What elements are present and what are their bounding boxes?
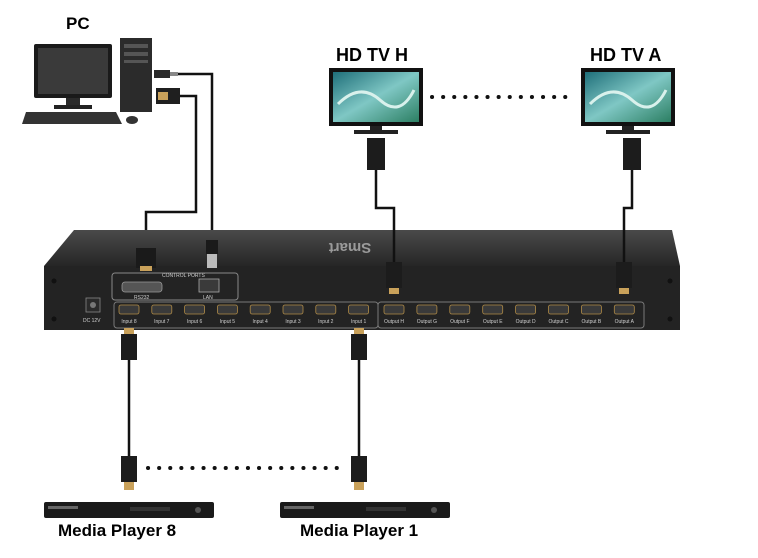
hdmi-plug xyxy=(367,138,385,170)
chassis-screw xyxy=(51,316,57,322)
input-port[interactable] xyxy=(216,304,238,315)
hdmi-tip xyxy=(124,328,134,334)
output-port-label: Output C xyxy=(548,319,568,325)
tv-a xyxy=(581,68,675,134)
chassis-screw xyxy=(667,278,673,284)
hdmi-tip xyxy=(124,482,134,490)
chassis-screw xyxy=(51,278,57,284)
tv-h xyxy=(329,68,423,134)
hdmi-plug xyxy=(386,262,402,288)
pc-cables xyxy=(144,72,214,248)
pc-lan-plug xyxy=(154,70,178,78)
chassis-top xyxy=(44,230,680,266)
cable-output-a xyxy=(622,170,634,262)
brand-text: Smart xyxy=(329,239,372,256)
brand-logo: Smart xyxy=(329,239,372,256)
hdmi-tip xyxy=(354,482,364,490)
tv-a-label: HD TV A xyxy=(590,45,662,65)
matrix-switch: Smart CONTROL PORTS RS232 LAN DC 12V Inp… xyxy=(44,230,680,330)
rs232-plug xyxy=(136,248,156,271)
output-port-label: Output E xyxy=(483,319,503,325)
control-ports-label: CONTROL PORTS xyxy=(162,273,205,279)
input-port[interactable] xyxy=(249,304,271,315)
input-ports: Input 8 Input 7 Input 6 Input 5 Input 4 Input… xyxy=(118,304,370,325)
output-port-label: Output F xyxy=(450,319,469,325)
output-cables xyxy=(367,138,641,294)
input-port-label: Input 4 xyxy=(253,319,269,325)
cable-output-h xyxy=(374,170,396,262)
output-port[interactable] xyxy=(613,304,635,315)
pc-keyboard xyxy=(22,112,122,124)
pc-mouse xyxy=(126,116,138,124)
output-port[interactable] xyxy=(548,304,569,315)
input-port-label: Input 6 xyxy=(187,319,203,325)
input-port-label: Input 2 xyxy=(318,319,334,325)
tv-h-label: HD TV H xyxy=(336,45,408,65)
output-group-frame xyxy=(377,301,645,329)
control-ports-panel xyxy=(111,272,239,301)
output-port[interactable] xyxy=(581,304,602,315)
rs232-label: RS232 xyxy=(134,295,150,301)
output-port-label: Output B xyxy=(582,319,602,325)
input-port-label: Input 8 xyxy=(121,319,137,325)
pc-serial-plug xyxy=(156,88,180,104)
lan-plug xyxy=(206,240,218,268)
output-port[interactable] xyxy=(416,304,438,315)
input-port-label: Input 5 xyxy=(220,319,236,325)
lan-label: LAN xyxy=(203,295,213,301)
power-label: DC 12V xyxy=(83,318,101,324)
hdmi-plug xyxy=(616,262,632,288)
input-port[interactable] xyxy=(282,304,304,315)
chassis-front xyxy=(44,266,680,330)
input-port[interactable] xyxy=(151,304,173,315)
hdmi-tip xyxy=(389,288,399,294)
hdmi-plug xyxy=(623,138,641,170)
rs232-port[interactable] xyxy=(121,281,163,293)
lan-cable xyxy=(178,72,214,240)
rs232-cable xyxy=(144,94,198,248)
output-port[interactable] xyxy=(515,304,536,315)
lan-port[interactable] xyxy=(198,278,220,293)
player-1-label: Media Player 1 xyxy=(300,521,419,540)
pc-label: PC xyxy=(66,14,90,33)
input-port-label: Input 7 xyxy=(154,319,170,325)
hdmi-plug xyxy=(351,334,367,360)
output-port-label: Output D xyxy=(516,319,536,325)
input-port[interactable] xyxy=(118,304,140,315)
output-port[interactable] xyxy=(449,304,471,315)
output-port-label: Output H xyxy=(384,319,404,325)
hdmi-tip xyxy=(619,288,629,294)
output-port-label: Output A xyxy=(615,319,635,325)
output-port-label: Output G xyxy=(417,319,437,325)
input-port[interactable] xyxy=(184,304,206,315)
output-ports: Output H Output G Output F Output E Output D… xyxy=(383,304,635,325)
output-port[interactable] xyxy=(383,304,405,315)
hdmi-plug xyxy=(121,456,137,482)
input-port-label: Input 1 xyxy=(351,319,367,325)
pc-tower xyxy=(120,38,152,112)
pc-computer xyxy=(22,38,180,124)
power-jack-core xyxy=(90,302,96,308)
hdmi-tip xyxy=(354,328,364,334)
pc-monitor xyxy=(34,44,112,109)
input-port[interactable] xyxy=(315,304,337,315)
hdmi-plug xyxy=(121,334,137,360)
chassis-screw xyxy=(667,316,673,322)
input-port[interactable] xyxy=(348,304,370,315)
hdmi-plug xyxy=(351,456,367,482)
player-8-label: Media Player 8 xyxy=(58,521,177,540)
input-port-label: Input 3 xyxy=(285,319,301,325)
output-port[interactable] xyxy=(482,304,504,315)
media-player-1 xyxy=(280,502,450,518)
input-cables xyxy=(121,328,367,490)
media-player-8 xyxy=(44,502,214,518)
